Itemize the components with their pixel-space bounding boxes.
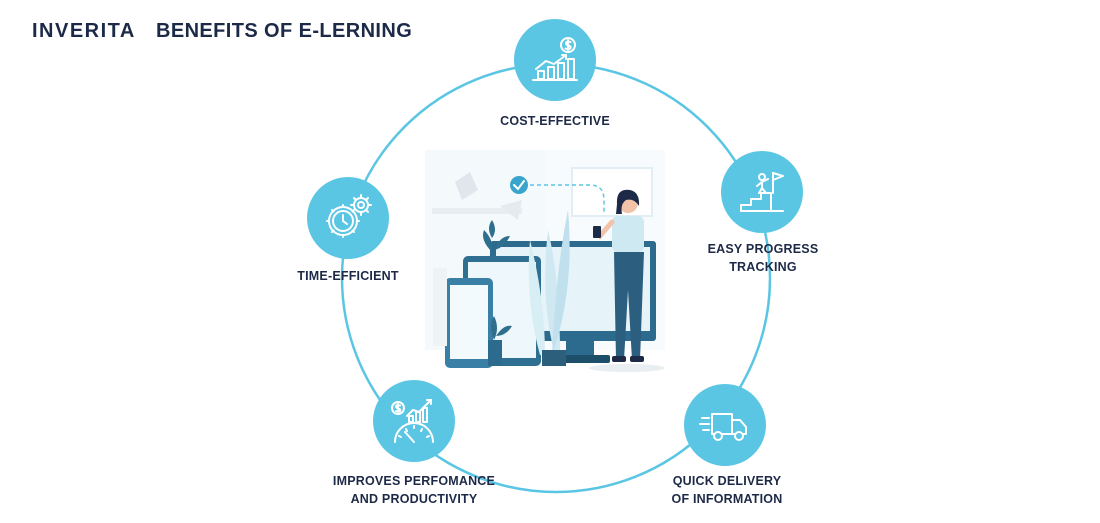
- page-title: BENEFITS OF E-LERNING: [156, 20, 413, 42]
- node-easy-progress-tracking: [721, 151, 803, 233]
- benefit-label-easy-progress-tracking: EASY PROGRESS TRACKING: [707, 242, 819, 274]
- gauge-dollar-chart-icon: [391, 399, 434, 443]
- node-time-efficient: [307, 177, 389, 259]
- node-quick-delivery: [684, 384, 766, 466]
- delivery-truck-icon: [699, 413, 747, 441]
- benefit-label-cost-effective: COST-EFFECTIVE: [500, 114, 610, 128]
- node-cost-effective: [514, 19, 596, 101]
- node-improves-performance: [373, 380, 455, 462]
- benefit-label-quick-delivery: QUICK DELIVERY OF INFORMATION: [671, 474, 783, 506]
- benefit-label-improves-performance: IMPROVES PERFOMANCE AND PRODUCTIVITY: [332, 474, 496, 506]
- elearning-illustration: [425, 150, 665, 372]
- inverita-logo: INVERITA: [32, 20, 136, 42]
- staircase-flag-icon: [740, 172, 784, 212]
- benefit-label-time-efficient: TIME-EFFICIENT: [297, 269, 399, 283]
- clock-gears-icon: [326, 194, 372, 238]
- growth-chart-dollar-icon: [532, 37, 578, 81]
